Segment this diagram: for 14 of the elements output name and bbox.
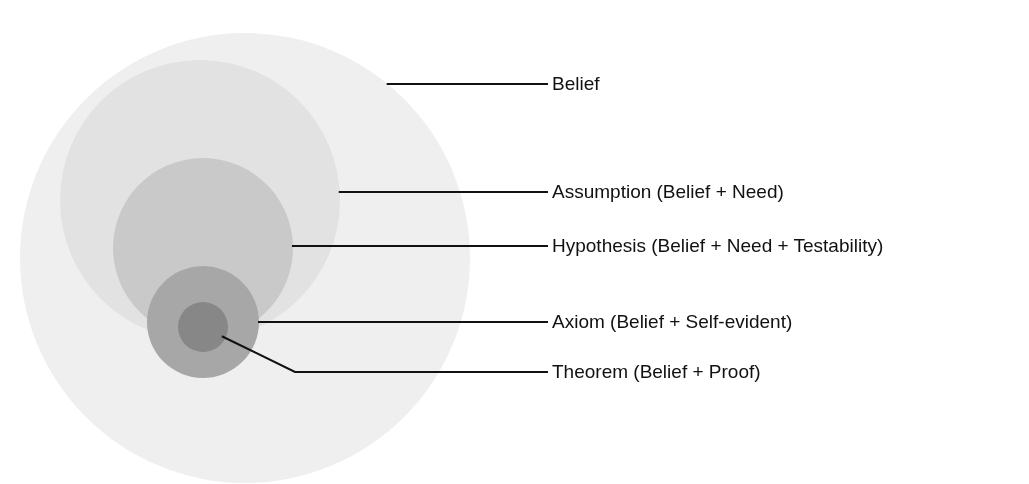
- circle-region: [147, 266, 259, 378]
- callout-label: Hypothesis (Belief + Need + Testability): [552, 234, 884, 258]
- callout-label: Theorem (Belief + Proof): [552, 360, 761, 384]
- leader-line: [220, 335, 549, 373]
- circle-region: [178, 302, 228, 352]
- leader-line: [337, 191, 549, 193]
- circle-region: [20, 33, 470, 483]
- leader-line: [385, 83, 549, 85]
- callout-label: Assumption (Belief + Need): [552, 180, 784, 204]
- leader-line: [257, 321, 549, 323]
- callout-label: Belief: [552, 72, 600, 96]
- callout-label: Axiom (Belief + Self-evident): [552, 310, 793, 334]
- circle-region: [113, 158, 293, 320]
- leader-line: [291, 245, 549, 247]
